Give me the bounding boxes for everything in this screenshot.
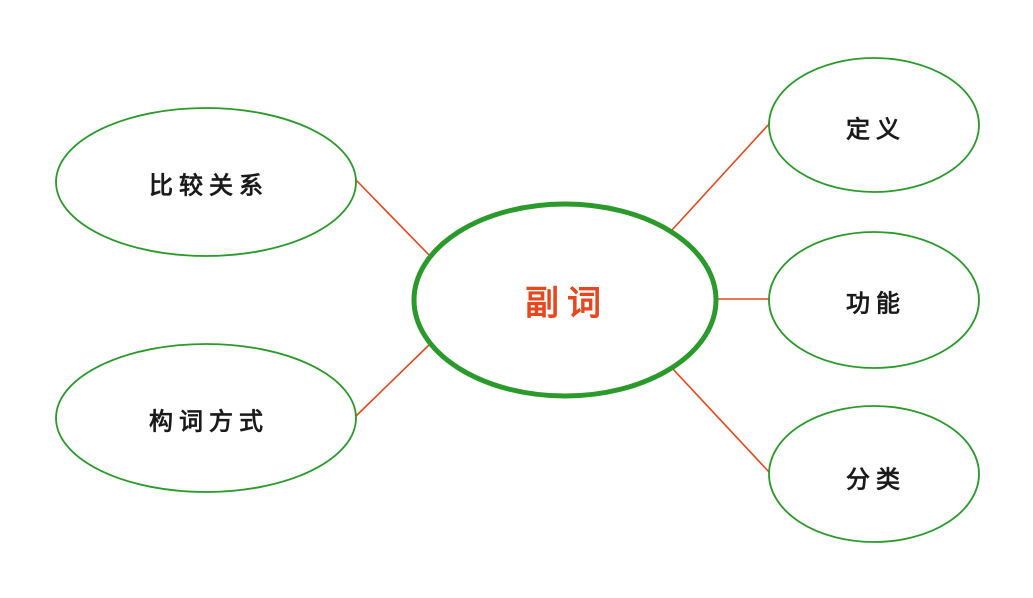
node-right-bottom (768, 405, 980, 543)
node-left-top (55, 107, 357, 257)
center-node-label: 副词 (525, 283, 609, 324)
node-label-definition: 定义 (846, 115, 906, 144)
connector-right-bottom (671, 367, 770, 473)
connector-left-top (355, 179, 431, 257)
node-right-middle (768, 231, 980, 369)
node-left-bottom (55, 343, 357, 493)
node-label-function: 功能 (846, 289, 906, 318)
node-right-top (768, 57, 980, 193)
connector-left-bottom (355, 343, 431, 417)
node-label-classification: 分类 (846, 465, 906, 494)
node-label-word-formation: 构词方式 (149, 407, 269, 436)
center-node (411, 201, 719, 399)
connector-right-top (671, 123, 770, 231)
node-label-comparison: 比较关系 (149, 171, 269, 200)
